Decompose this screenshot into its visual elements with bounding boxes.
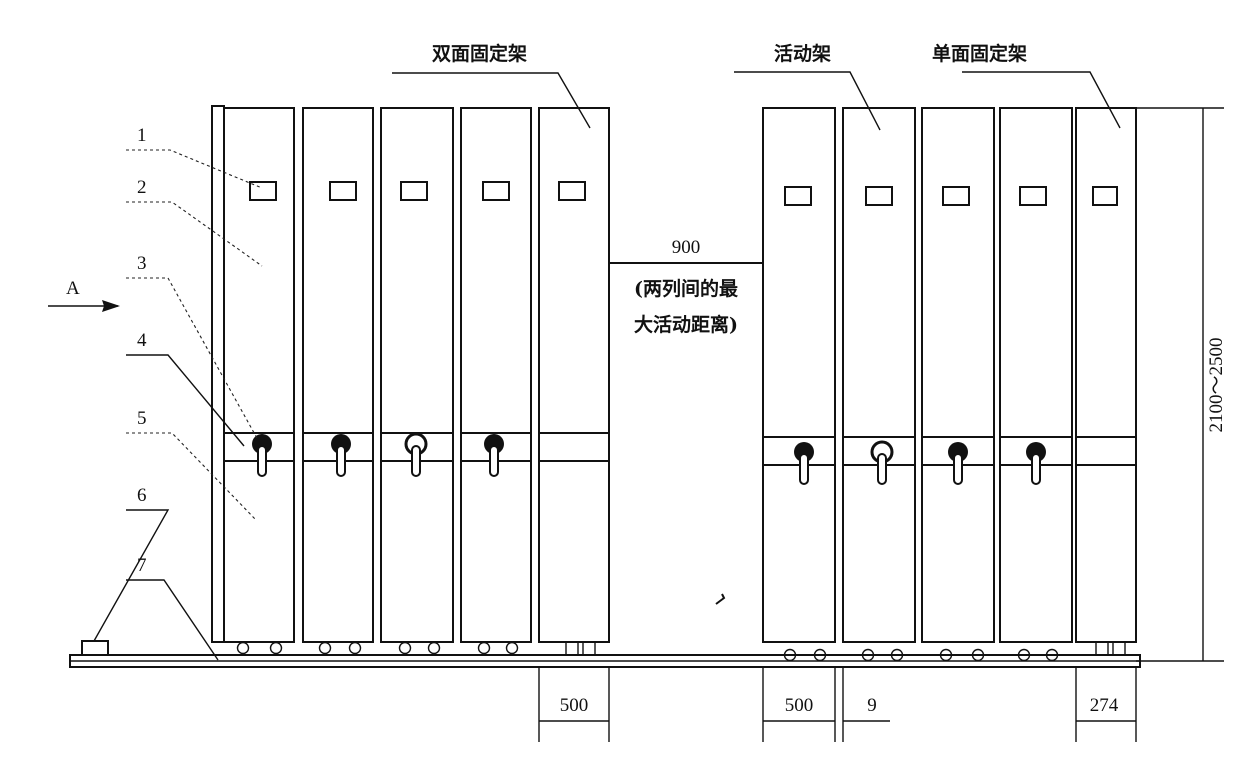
end-post: [211, 105, 225, 643]
handwheel: [252, 434, 272, 454]
wheel: [1045, 648, 1059, 662]
dim-width-fixed: 500: [560, 695, 589, 716]
leader-single-fixed: [962, 71, 1121, 129]
fixed-foot: [565, 641, 579, 656]
height-value: 2100～2500: [1206, 337, 1227, 432]
leader-movable: [734, 71, 881, 131]
gap-value: 900: [672, 237, 701, 258]
handle-lever: [953, 453, 963, 485]
label-holder: [482, 181, 510, 201]
view-arrow-head: [102, 300, 120, 312]
handle-lever: [877, 453, 887, 485]
handwheel: [484, 434, 504, 454]
handwheel: [1026, 442, 1046, 462]
cabinet-5-fixed: [538, 107, 610, 656]
label-double-fixed: 双面固定架: [432, 42, 527, 65]
label-holder: [1019, 186, 1047, 206]
cabinet-1: [223, 107, 295, 655]
callout-4: 4: [137, 330, 147, 351]
handwheel: [331, 434, 351, 454]
dim-width-single: 274: [1090, 695, 1119, 716]
cabinet-3: [380, 107, 454, 655]
cabinet-4: [460, 107, 532, 655]
cabinet-9: [999, 107, 1073, 662]
wheel: [971, 648, 985, 662]
handle-lever: [1031, 453, 1041, 485]
leader-1: [126, 149, 263, 189]
handwheel: [794, 442, 814, 462]
handle-lever: [799, 453, 809, 485]
wheel: [939, 648, 953, 662]
leader-7: [126, 579, 219, 661]
fixed-foot: [582, 641, 596, 656]
wheel: [783, 648, 797, 662]
dim-spacing: 9: [867, 695, 877, 716]
handwheel: [948, 442, 968, 462]
handle-band: [538, 432, 610, 462]
leader-3: [126, 277, 259, 441]
label-holder: [329, 181, 357, 201]
label-holder: [400, 181, 428, 201]
cabinet-2: [302, 107, 374, 655]
label-holder: [558, 181, 586, 201]
cabinet-7: [842, 107, 916, 662]
wheel: [269, 641, 283, 655]
label-single-fixed: 单面固定架: [932, 42, 1027, 65]
cabinet-10-single-fixed: [1075, 107, 1137, 656]
callout-2: 2: [137, 177, 147, 198]
wheel: [1017, 648, 1031, 662]
wheel: [427, 641, 441, 655]
wheel: [505, 641, 519, 655]
callout-5: 5: [137, 408, 147, 429]
callout-6: 6: [137, 485, 147, 506]
callout-3: 3: [137, 253, 147, 274]
cabinet-6: [762, 107, 836, 662]
label-holder: [784, 186, 812, 206]
label-holder: [865, 186, 893, 206]
handle-lever: [336, 445, 346, 477]
fixed-foot: [1112, 641, 1126, 656]
label-holder: [249, 181, 277, 201]
callout-7: 7: [137, 555, 147, 576]
wheel: [348, 641, 362, 655]
label-holder: [942, 186, 970, 206]
label-holder: [1092, 186, 1118, 206]
wheel: [236, 641, 250, 655]
cabinet-8: [921, 107, 995, 662]
wheel: [318, 641, 332, 655]
handle-lever: [257, 445, 267, 477]
wheel: [890, 648, 904, 662]
gap-note-line1: (两列间的最: [634, 277, 739, 300]
label-movable: 活动架: [774, 42, 831, 65]
wheel: [477, 641, 491, 655]
wheel: [398, 641, 412, 655]
leader-5: [126, 432, 257, 521]
dim-width-movable: 500: [785, 695, 814, 716]
rail-end-stop: [81, 640, 109, 656]
leader-6: [93, 509, 170, 642]
leader-4: [126, 354, 245, 447]
fixed-foot: [1095, 641, 1109, 656]
gap-note-line2: 大活动距离): [634, 313, 738, 336]
view-arrow-label: A: [66, 278, 80, 299]
handle-lever: [489, 445, 499, 477]
wheel: [813, 648, 827, 662]
callout-1: 1: [137, 125, 147, 146]
wheel: [861, 648, 875, 662]
handle-band: [1075, 436, 1137, 466]
handle-lever: [411, 445, 421, 477]
leader-double-fixed: [392, 72, 591, 129]
stray-mark: [715, 593, 726, 605]
